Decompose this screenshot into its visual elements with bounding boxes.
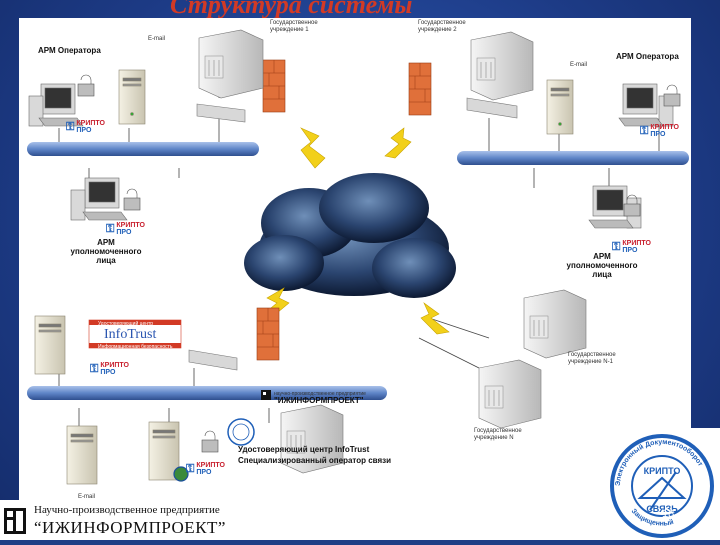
padlock-icon bbox=[77, 74, 95, 97]
kripto-text: КРИПТО bbox=[622, 240, 651, 247]
footer: Научно-производственное предприятие “ИЖИ… bbox=[0, 500, 720, 540]
kripto-svyaz-badge: КРИПТО СВЯЗЬ Электронный Документооборот… bbox=[600, 428, 720, 540]
gov2-label: Государственное учреждение 2 bbox=[418, 20, 466, 33]
email-server-right bbox=[546, 79, 574, 135]
badge-center-bottom: СВЯЗЬ bbox=[646, 504, 678, 514]
pro-text: ПРО bbox=[196, 469, 212, 476]
padlock-icon bbox=[623, 194, 641, 217]
key-icon: ⚿ bbox=[66, 120, 75, 133]
firewall-top-right bbox=[408, 62, 432, 116]
email-server-left bbox=[118, 69, 146, 125]
pro-text: ПРО bbox=[76, 127, 92, 134]
padlock-icon bbox=[663, 84, 681, 107]
izh-small-top: научно-производственное предприятие bbox=[274, 391, 366, 397]
network-diagram bbox=[27, 29, 689, 485]
kripto-text: КРИПТО bbox=[76, 120, 105, 127]
uc-tower-left bbox=[34, 315, 66, 375]
arm-operator-right-label: АРМ Оператора bbox=[616, 52, 679, 61]
internet-cloud bbox=[244, 173, 456, 298]
pro-text: ПРО bbox=[100, 369, 116, 376]
badge-center-top: КРИПТО bbox=[644, 466, 681, 476]
globe-icon bbox=[173, 466, 189, 482]
company-logo-icon bbox=[4, 508, 26, 534]
infotrust-logo bbox=[88, 319, 182, 349]
uc-server bbox=[280, 404, 344, 474]
email-label-right: E-mail bbox=[570, 62, 588, 68]
workstation-operator-right bbox=[618, 83, 674, 127]
gov-server-n bbox=[478, 359, 542, 429]
gov1-label: Государственное учреждение 1 bbox=[270, 20, 318, 33]
network-bus-bottom bbox=[27, 386, 387, 400]
slide-title: Структура системы bbox=[170, 0, 413, 19]
pro-text: ПРО bbox=[650, 131, 666, 138]
key-icon: ⚿ bbox=[612, 240, 621, 253]
page-number: 18 bbox=[662, 508, 675, 520]
footer-company-name: “ИЖИНФОРМПРОЕКТ” bbox=[34, 518, 226, 537]
gov-n1-label: Государственное учреждение N-1 bbox=[568, 352, 616, 365]
pro-text: ПРО bbox=[622, 247, 638, 254]
workstation-operator-left bbox=[28, 83, 84, 127]
network-bus-top-left bbox=[27, 142, 259, 156]
arm-operator-left-label: АРМ Оператора bbox=[38, 46, 101, 55]
kripto-text: КРИПТО bbox=[650, 124, 679, 131]
workstation-authorized-left bbox=[70, 177, 128, 221]
firewall-group bbox=[256, 59, 432, 361]
key-icon: ⚿ bbox=[186, 462, 195, 475]
kripto-text: КРИПТО bbox=[100, 362, 129, 369]
kripto-svyaz-small-stamp bbox=[227, 418, 255, 446]
arm-authorized-right-label: АРМ уполномоченного лица bbox=[566, 252, 638, 279]
email-label-left: E-mail bbox=[148, 36, 166, 42]
infotrust-top: Удостоверяющий центр bbox=[98, 321, 154, 327]
padlock-icons bbox=[77, 74, 681, 453]
kripto-svyaz-seal-icon: КРИПТО СВЯЗЬ Электронный Документооборот… bbox=[610, 434, 714, 538]
key-icon: ⚿ bbox=[90, 362, 99, 375]
izh-small-name: "ИЖИНФОРМПРОЕКТ" bbox=[274, 396, 364, 405]
email-server-bottom bbox=[66, 425, 98, 485]
padlock-icon bbox=[201, 430, 219, 453]
arm-authorized-left-label: АРМ уполномоченного лица bbox=[70, 238, 142, 265]
gov-server-1 bbox=[198, 29, 264, 99]
gov-n-label: Государственное учреждение N bbox=[474, 428, 522, 441]
infotrust-name: InfoTrust bbox=[104, 327, 157, 342]
pro-text: ПРО bbox=[116, 229, 132, 236]
uc-label-line1: Удостоверяющий центр InfoTrust bbox=[238, 445, 370, 454]
key-icon: ⚿ bbox=[640, 124, 649, 137]
network-switches bbox=[188, 97, 518, 371]
network-bus-top-right bbox=[457, 151, 689, 165]
connection-lines bbox=[58, 77, 660, 428]
tower-servers bbox=[34, 69, 574, 485]
firewall-bottom bbox=[256, 307, 280, 361]
operator-tower-bottom bbox=[148, 421, 180, 481]
gov-server-n1 bbox=[523, 289, 587, 359]
email-label-bottom: E-mail bbox=[78, 494, 96, 500]
padlock-icon bbox=[123, 188, 141, 211]
kripto-text: КРИПТО bbox=[196, 462, 225, 469]
gov-server-2 bbox=[470, 31, 534, 101]
uc-label-line2: Специализированный оператор связи bbox=[238, 456, 392, 465]
izh-small-logo-mark bbox=[261, 390, 271, 400]
infotrust-sub: Информационная безопасность bbox=[98, 344, 173, 350]
key-icon: ⚿ bbox=[106, 222, 115, 235]
kripto-text: КРИПТО bbox=[116, 222, 145, 229]
gov-servers bbox=[198, 29, 587, 474]
footer-company-type: Научно-производственное предприятие bbox=[34, 504, 220, 516]
firewall-top-left bbox=[262, 59, 286, 113]
